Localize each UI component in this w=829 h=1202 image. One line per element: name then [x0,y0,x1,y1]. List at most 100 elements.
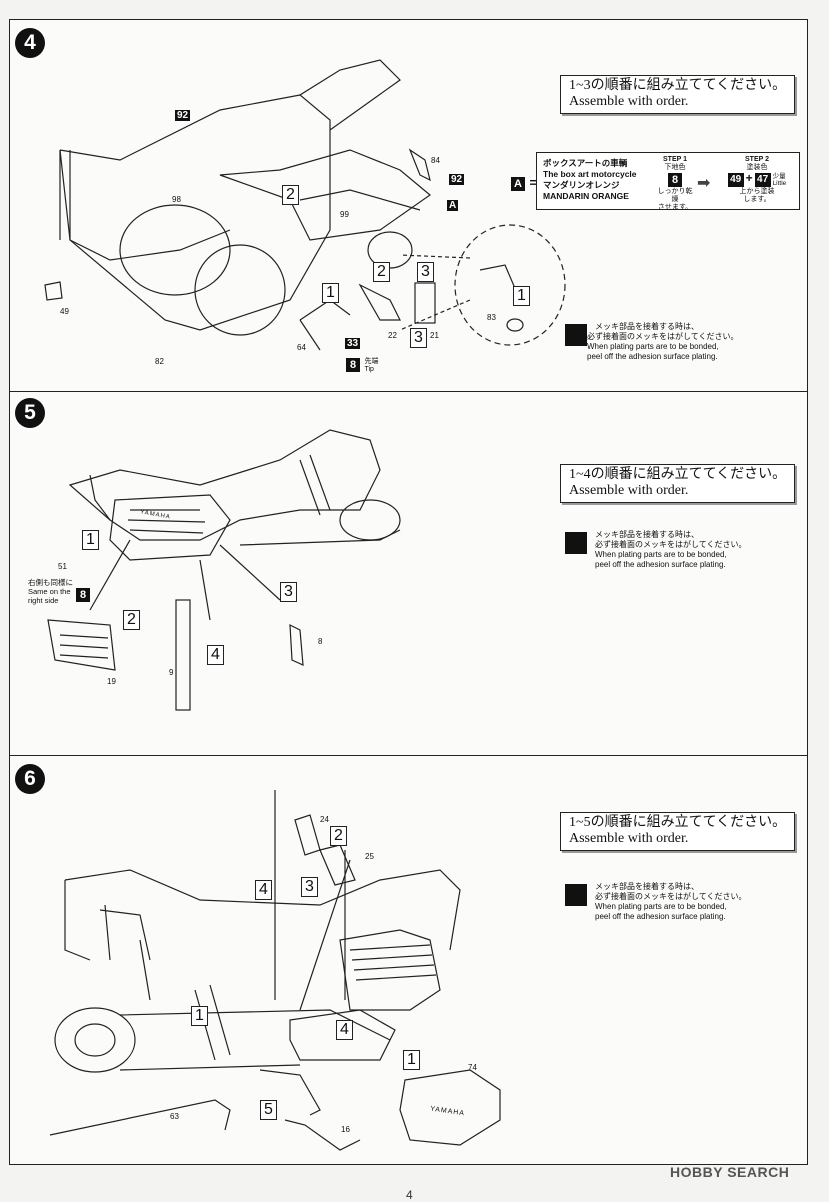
part-label: 21 [430,331,439,340]
plating-jp-2: 必ず接着面のメッキをはがしてください。 [587,332,739,341]
step-5-panel: 5 [9,391,808,756]
part-label: 19 [107,677,116,686]
plating-en-1: When plating parts are to be bonded, [595,902,727,911]
part-label: 25 [365,852,374,861]
same-side-en-1: Same on the [28,587,71,596]
part-label: 49 [60,307,69,316]
step2-paint-b: 47 [754,173,771,187]
order-note-en: Assemble with order. [569,831,689,846]
plating-en-2: peel off the adhesion surface plating. [595,912,726,921]
hobby-search-logo: HOBBY SEARCH [670,1164,790,1180]
part-label: 74 [468,1063,477,1072]
same-side-note: 右側も同様に Same on the right side [28,578,73,605]
part-label: 99 [340,210,349,219]
paint-equals: = [529,175,538,190]
plating-en-2: peel off the adhesion surface plating. [587,352,718,361]
part-label: 2 [330,826,347,846]
part-label: 84 [431,156,440,165]
paint-color-en: MANDARIN ORANGE [543,191,629,201]
part-label: 22 [388,331,397,340]
step-4-number: 4 [15,28,45,58]
step1-jp: 下地色 [664,164,686,171]
part-label: 2 [123,610,140,630]
part-label: 8 [318,637,323,646]
step1-note-1: しっかり乾燥 [657,188,693,203]
step2-plus: + [745,171,753,185]
part-label: 1 [322,283,339,303]
part-label: 5 [260,1100,277,1120]
little-jp: 少量 [772,173,786,181]
part-label: 92 [175,110,191,121]
tip-callout: 8 先端 Tip [346,358,378,376]
tip-en: Tip [364,366,374,373]
plating-warning-icon [565,884,587,906]
tip-jp: 先端 [364,358,379,365]
step-4-order-note: 1~3の順番に組み立ててください。 Assemble with order. [560,75,796,114]
same-side-paint-number: 8 [76,588,90,602]
part-label: 16 [341,1125,350,1134]
step2-label: STEP 2 [745,156,769,163]
plating-jp-2: 必ず接着面のメッキをはがしてください。 [595,540,747,549]
step-5-number: 5 [15,398,45,428]
part-label: 1 [513,286,530,306]
part-label: 83 [487,313,496,322]
part-label: 2 [373,262,390,282]
part-label: 1 [403,1050,420,1070]
part-label: 33 [345,338,361,349]
part-label: 51 [58,562,67,571]
paint-title-jp: ボックスアートの車輌 [543,158,628,168]
part-label: A [447,200,459,211]
part-label: 4 [336,1020,353,1040]
paint-instruction-box: ボックスアートの車輌 The box art motorcycle マンダリンオ… [536,152,800,211]
plating-jp-1: メッキ部品を接着する時は、 [595,530,699,539]
part-label: 1 [191,1006,208,1026]
paint-color-jp: マンダリンオレンジ [543,180,620,190]
arrow-icon: ➡ [697,175,711,192]
part-label: 2 [282,185,299,205]
step-6-order-note: 1~5の順番に組み立ててください。 Assemble with order. [560,812,796,851]
step2-jp: 塗装色 [746,164,768,171]
plating-jp-2: 必ず接着面のメッキをはがしてください。 [595,892,747,901]
step1-label: STEP 1 [663,156,687,163]
step1-paint-number: 8 [668,173,682,187]
part-label: 4 [207,645,224,665]
part-label: 64 [297,343,306,352]
same-side-jp: 右側も同様に [28,578,73,587]
step1-note-2: させます。 [657,204,693,211]
step-5-order-note: 1~4の順番に組み立ててください。 Assemble with order. [560,464,796,503]
part-label: 3 [280,582,297,602]
step2-note-1: 上から塗装 [739,188,775,196]
tip-paint-number: 8 [346,358,360,372]
order-note-en: Assemble with order. [569,94,689,109]
plating-jp-1: メッキ部品を接着する時は、 [595,882,699,891]
little-en: Little [772,180,787,188]
part-label: 82 [155,357,164,366]
part-label: 24 [320,815,329,824]
part-label: 1 [82,530,99,550]
same-side-en-2: right side [28,596,59,605]
plating-en-1: When plating parts are to be bonded, [595,550,727,559]
part-label: 4 [255,880,272,900]
plating-jp-1: メッキ部品を接着する時は、 [595,322,699,331]
part-label: 3 [410,328,427,348]
step2-note-2: します。 [743,196,771,204]
step2-paint-a: 49 [727,173,744,187]
part-label: 98 [172,195,181,204]
step-6-number: 6 [15,764,45,794]
part-label: 3 [301,877,318,897]
order-note-jp: 1~5の順番に組み立ててください。 [569,815,787,830]
paint-color-marker: A = [511,174,537,192]
order-note-en: Assemble with order. [569,483,689,498]
order-note-jp: 1~3の順番に組み立ててください。 [569,78,787,93]
part-label: 9 [169,668,174,677]
plating-en-2: peel off the adhesion surface plating. [595,560,726,569]
part-label: 92 [449,174,465,185]
paint-title-en: The box art motorcycle [543,169,637,179]
order-note-jp: 1~4の順番に組み立ててください。 [569,467,787,482]
plating-warning-icon [565,532,587,554]
part-label: 3 [417,262,434,282]
page-number: 4 [406,1188,413,1202]
part-label: 63 [170,1112,179,1121]
plating-warning-icon [565,324,587,346]
